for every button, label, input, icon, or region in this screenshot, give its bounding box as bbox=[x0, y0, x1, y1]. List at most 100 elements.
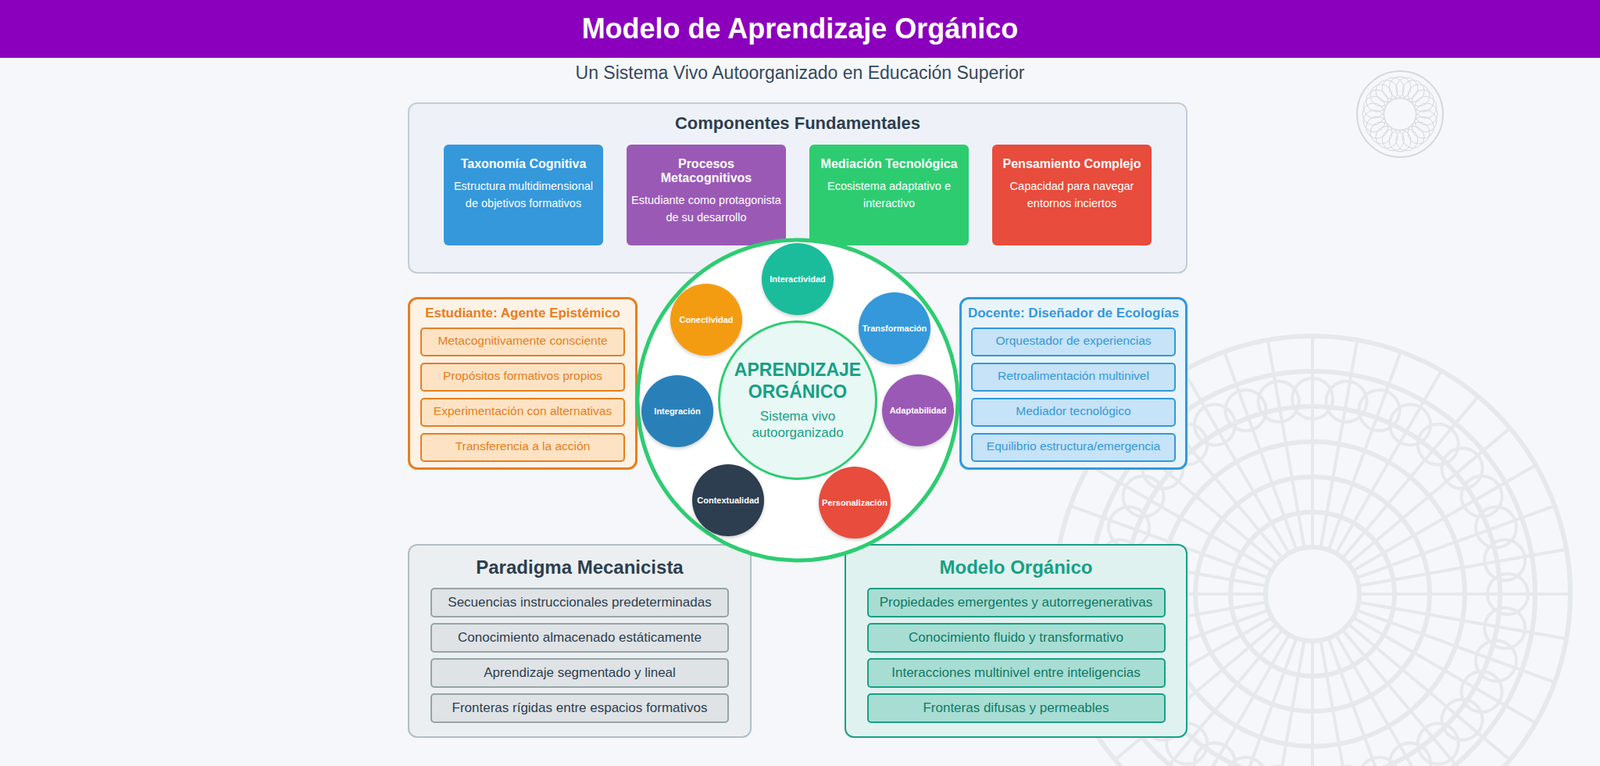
feature-circle: Conectividad bbox=[670, 283, 743, 356]
decor-stroke bbox=[1194, 403, 1236, 445]
paradigm-item: Fronteras rígidas entre espacios formati… bbox=[430, 692, 729, 723]
item-list: Metacognitivamente conscientePropósitos … bbox=[416, 327, 629, 462]
decor-stroke bbox=[1356, 610, 1555, 683]
feature-circle: Transformación bbox=[858, 292, 931, 365]
item-text: Transferencia a la acción bbox=[425, 439, 621, 454]
feature-circle: Adaptabilidad bbox=[882, 374, 954, 447]
item-text: Propiedades emergentes y autorregenerati… bbox=[873, 594, 1160, 611]
diagram-title: Modelo de Aprendizaje Orgánico bbox=[582, 12, 1019, 46]
decor-stroke bbox=[1475, 640, 1517, 682]
decor-stroke bbox=[1366, 89, 1389, 112]
role-item: Orquestador de experiencias bbox=[971, 327, 1176, 357]
decor-stroke bbox=[1411, 89, 1434, 112]
card-title: Procesos Metacognitivos bbox=[631, 157, 782, 186]
panel-heading: Paradigma Mecanicista bbox=[475, 556, 683, 579]
circle-label: Integración bbox=[653, 406, 700, 416]
item-text: Fronteras rígidas entre espacios formati… bbox=[436, 700, 723, 716]
panel-heading: Componentes Fundamentales bbox=[675, 113, 921, 134]
paradigm-panel: Modelo OrgánicoPropiedades emergentes y … bbox=[844, 543, 1188, 738]
card-title: Mediación Tecnológica bbox=[814, 157, 965, 172]
role-item: Transferencia a la acción bbox=[420, 432, 625, 462]
decor-stroke bbox=[1375, 125, 1398, 148]
panel-heading: Modelo Orgánico bbox=[939, 556, 1093, 579]
decor-stroke bbox=[1328, 351, 1401, 550]
card-body: Estructura multidimensional de objetivos… bbox=[448, 178, 599, 213]
decor-stroke bbox=[1442, 699, 1483, 740]
decor-stroke bbox=[1342, 629, 1479, 766]
decor-stroke bbox=[1402, 125, 1425, 148]
circle-label: Interactividad bbox=[769, 274, 826, 284]
paradigm-panel: Paradigma MecanicistaSecuencias instrucc… bbox=[407, 543, 752, 738]
header-bar: Modelo de Aprendizaje Orgánico bbox=[0, 0, 1600, 58]
decor-stroke bbox=[1358, 549, 1567, 586]
card-row: Taxonomía CognitivaEstructura multidimen… bbox=[418, 144, 1177, 246]
decor-stroke bbox=[1342, 396, 1479, 558]
decor-stroke bbox=[1265, 546, 1360, 641]
feature-circle: Personalización bbox=[818, 466, 891, 539]
item-text: Secuencias instruccionales predeterminad… bbox=[436, 594, 723, 611]
decor-stroke bbox=[1267, 339, 1305, 548]
core-circle: APRENDIZAJE ORGÁNICOSistema vivo autoorg… bbox=[717, 320, 878, 480]
decor-stroke bbox=[1225, 757, 1266, 766]
decor-stroke bbox=[1310, 640, 1315, 766]
decor-stroke bbox=[1417, 723, 1459, 765]
role-panel: Estudiante: Agente EpistémicoMetacogniti… bbox=[407, 296, 638, 470]
role-item: Propósitos formativos propios bbox=[420, 362, 625, 392]
decor-stroke bbox=[1357, 71, 1443, 158]
paradigm-item: Aprendizaje segmentado y lineal bbox=[430, 657, 729, 688]
role-item: Mediador tecnológico bbox=[971, 397, 1176, 427]
item-text: Metacognitivamente consciente bbox=[425, 333, 621, 348]
decor-stroke bbox=[1320, 639, 1358, 766]
circle-label: Transformación bbox=[862, 323, 928, 333]
feature-circle: Integración bbox=[641, 375, 714, 447]
paradigm-item: Conocimiento almacenado estáticamente bbox=[430, 622, 729, 653]
item-text: Conocimiento fluido y transformativo bbox=[873, 629, 1160, 646]
decor-stroke bbox=[1348, 624, 1511, 761]
decor-stroke bbox=[1363, 96, 1386, 118]
role-item: Equilibrio estructura/emergencia bbox=[971, 432, 1176, 462]
decor-stroke bbox=[1310, 335, 1315, 547]
decor-stroke bbox=[1417, 423, 1459, 465]
panel-heading: Docente: Diseñador de Ecologías bbox=[967, 305, 1179, 322]
decor-stroke bbox=[1122, 475, 1164, 517]
decor-stroke bbox=[1396, 77, 1418, 100]
card-title: Taxonomía Cognitiva bbox=[448, 157, 599, 172]
decor-stroke bbox=[1484, 539, 1525, 581]
item-text: Orquestador de experiencias bbox=[975, 333, 1172, 348]
card-body: Estudiante como protagonista de su desar… bbox=[631, 192, 782, 227]
decor-stroke bbox=[1402, 80, 1425, 103]
role-item: Experimentación con alternativas bbox=[420, 397, 625, 427]
paradigm-item: Interacciones multinivel entre inteligen… bbox=[867, 657, 1166, 688]
item-text: Aprendizaje segmentado y lineal bbox=[436, 664, 723, 681]
core-title: APRENDIZAJE ORGÁNICO bbox=[726, 359, 869, 403]
card-body: Ecosistema adaptativo e interactivo bbox=[814, 178, 965, 213]
card-title: Pensamiento Complejo bbox=[996, 157, 1147, 172]
decor-stroke bbox=[1389, 742, 1431, 766]
paradigm-item: Fronteras difusas y permeables bbox=[867, 692, 1166, 723]
role-item: Retroalimentación multinivel bbox=[971, 362, 1176, 392]
component-card: Pensamiento ComplejoCapacidad para naveg… bbox=[992, 144, 1152, 246]
outer-ring-circle bbox=[637, 239, 958, 561]
item-text: Equilibrio estructura/emergencia bbox=[975, 439, 1172, 454]
decor-stroke bbox=[1461, 671, 1503, 712]
paradigm-item: Propiedades emergentes y autorregenerati… bbox=[867, 587, 1166, 618]
circle-label: Adaptabilidad bbox=[889, 405, 947, 415]
paradigm-item: Secuencias instruccionales predeterminad… bbox=[430, 587, 729, 618]
decor-stroke bbox=[1359, 389, 1400, 431]
item-text: Conocimiento almacenado estáticamente bbox=[436, 629, 723, 646]
decor-stroke bbox=[1414, 110, 1437, 133]
decor-stroke bbox=[1359, 592, 1571, 596]
decor-stroke bbox=[1108, 506, 1150, 547]
component-card: Mediación TecnológicaEcosistema adaptati… bbox=[809, 144, 969, 246]
item-list: Orquestador de experienciasRetroalimenta… bbox=[967, 327, 1179, 462]
item-text: Propósitos formativos propios bbox=[425, 368, 621, 383]
decor-stroke bbox=[1183, 370, 1290, 554]
circle-label: Contextualidad bbox=[696, 495, 759, 505]
decor-stroke bbox=[1442, 447, 1483, 489]
card-body: Capacidad para navegar entornos incierto… bbox=[996, 178, 1147, 213]
panel-heading: Estudiante: Agente Epistémico bbox=[425, 305, 621, 322]
item-list: Propiedades emergentes y autorregenerati… bbox=[855, 587, 1177, 723]
item-text: Retroalimentación multinivel bbox=[975, 368, 1172, 383]
decor-stroke bbox=[1414, 96, 1437, 118]
decor-stroke bbox=[1375, 80, 1398, 103]
